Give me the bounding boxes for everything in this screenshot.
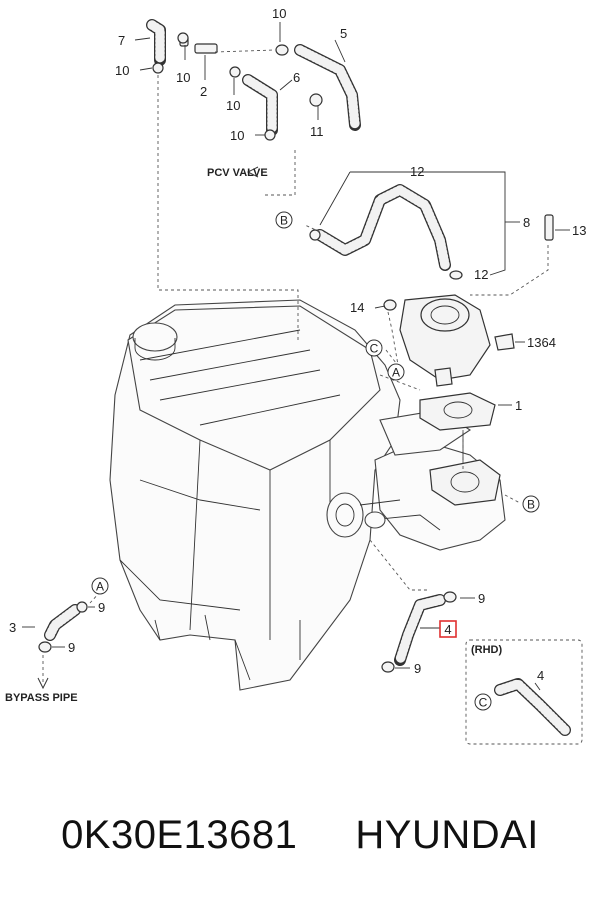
- svg-text:C: C: [370, 342, 379, 356]
- hose-5: [294, 44, 361, 131]
- callout-c-rhd: C: [474, 693, 492, 711]
- label-12: 12: [410, 164, 424, 179]
- label-13: 13: [572, 223, 586, 238]
- callout-a-bottom: A: [91, 577, 109, 595]
- hose-6: [242, 74, 278, 136]
- hose-clamps: [38, 32, 554, 673]
- label-9: 9: [68, 640, 75, 655]
- label-7: 7: [118, 33, 125, 48]
- svg-text:C: C: [479, 696, 488, 710]
- label-12: 12: [474, 267, 488, 282]
- label-10: 10: [176, 70, 190, 85]
- label-10: 10: [226, 98, 240, 113]
- dashed-guides: [42, 49, 583, 745]
- svg-text:B: B: [280, 214, 288, 228]
- product-footer: 0K30E13681 HYUNDAI: [0, 800, 600, 870]
- hose-7: [146, 19, 166, 66]
- label-14: 14: [350, 300, 364, 315]
- label-10: 10: [230, 128, 244, 143]
- hose-3: [44, 604, 81, 641]
- callout-b-top: B: [275, 211, 293, 229]
- label-2: 2: [200, 84, 207, 99]
- label-11: 11: [310, 124, 324, 139]
- hose-4-lhd: [394, 594, 446, 666]
- label-4-highlight: 4: [444, 622, 451, 637]
- highlighted-part-4: 4: [439, 620, 457, 638]
- label-8: 8: [523, 215, 530, 230]
- svg-text:A: A: [96, 580, 104, 594]
- bypass-pipe-label: BYPASS PIPE: [5, 692, 78, 704]
- leader-lines: [22, 22, 570, 691]
- callout-b-bottom: B: [522, 495, 540, 513]
- label-6: 6: [293, 70, 300, 85]
- label-10: 10: [272, 6, 286, 21]
- engine-assembly: [109, 294, 515, 691]
- label-9: 9: [98, 600, 105, 615]
- label-9: 9: [478, 591, 485, 606]
- label-1: 1: [515, 398, 522, 413]
- label-1364: 1364: [527, 335, 556, 350]
- hose-4-rhd: [494, 678, 571, 736]
- part-labels: 7 10 10 2 10 10 5 6 10 11 12 8 13 12 14 …: [9, 6, 586, 683]
- pcv-valve-label: PCV VALVE: [207, 167, 268, 179]
- svg-text:A: A: [392, 366, 400, 380]
- svg-text:B: B: [527, 498, 535, 512]
- pcv-arrow: [246, 166, 259, 178]
- callout-a-top: A: [387, 363, 405, 381]
- hose-12: [314, 184, 451, 271]
- rhd-label: (RHD): [471, 644, 502, 656]
- part-number: 0K30E13681: [61, 812, 298, 857]
- callout-c-top: C: [365, 339, 383, 357]
- label-9: 9: [414, 661, 421, 676]
- label-5: 5: [340, 26, 347, 41]
- label-4-rhd: 4: [537, 668, 544, 683]
- label-3: 3: [9, 620, 16, 635]
- bypass-arrow: [37, 677, 49, 690]
- parts-diagram: A A B B C C 7 10 10 2 10 10 5 6 10 11 12…: [5, 6, 586, 745]
- label-10: 10: [115, 63, 129, 78]
- brand-name: HYUNDAI: [355, 812, 539, 857]
